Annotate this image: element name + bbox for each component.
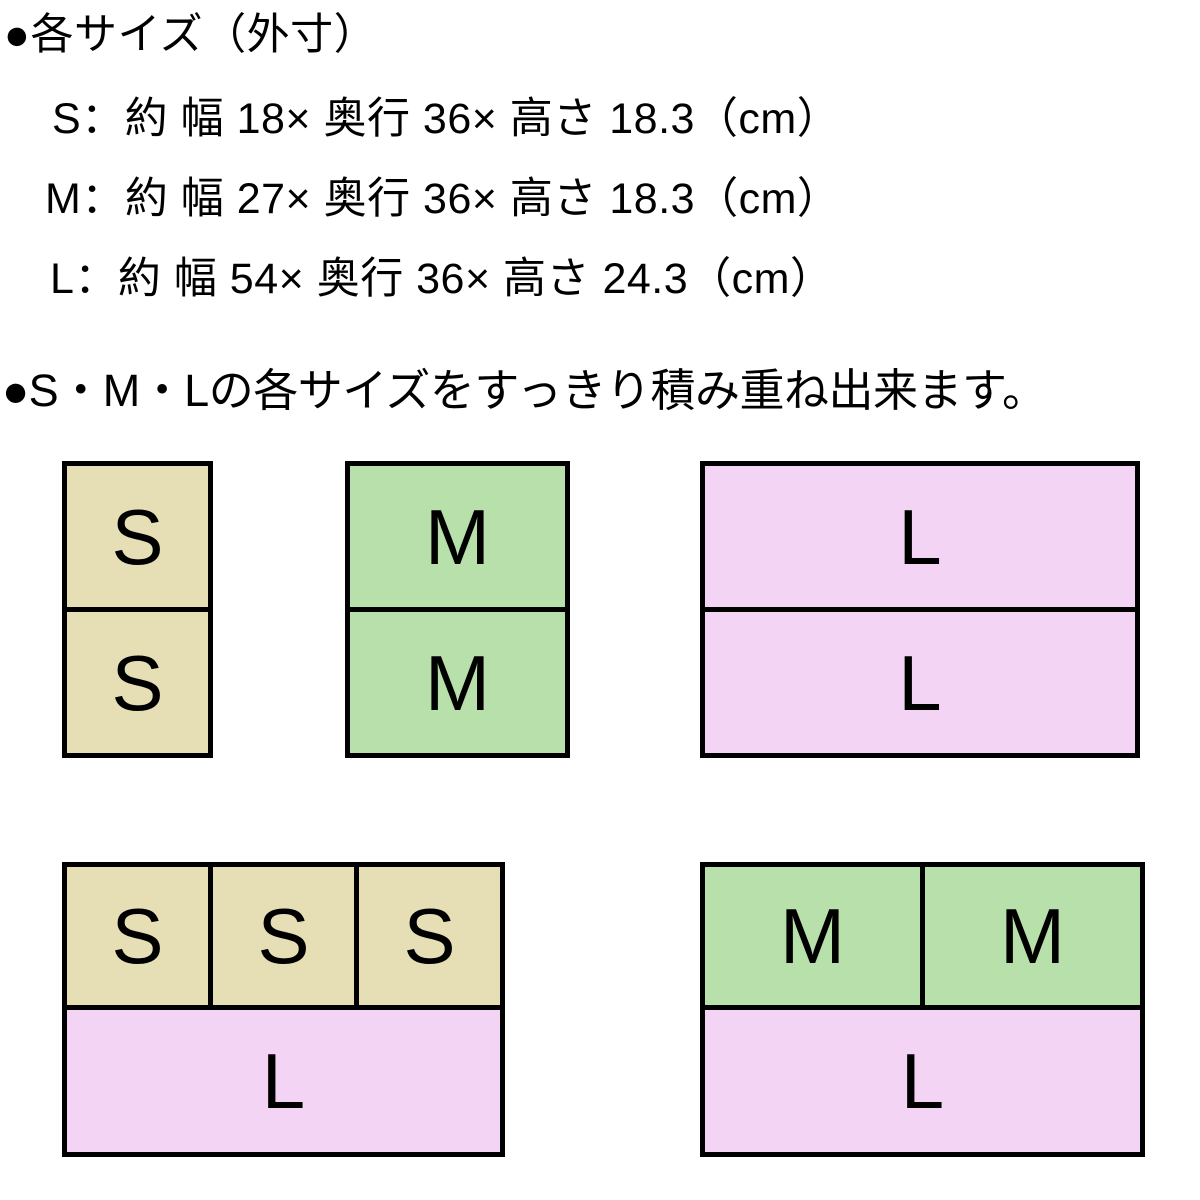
box-group-s-over-s: S S: [62, 461, 213, 758]
box-group-mm-over-l: M M L: [700, 862, 1145, 1157]
box-cell-m: M: [920, 862, 1145, 1010]
spec-stacking-note: ●S・M・Lの各サイズをすっきり積み重ね出来ます。: [2, 365, 1047, 416]
spec-size-line-m: M：約 幅 27× 奥行 36× 高さ 18.3（cm）: [45, 175, 841, 223]
box-cell-m: M: [345, 461, 570, 612]
box-cell-l: L: [62, 1005, 505, 1157]
box-cell-s: S: [62, 862, 213, 1010]
spec-heading: ●各サイズ（外寸）: [4, 11, 378, 59]
box-row-l: L: [62, 1005, 505, 1157]
spec-size-line-l: L：約 幅 54× 奥行 36× 高さ 24.3（cm）: [50, 255, 834, 303]
box-group-m-over-m: M M: [345, 461, 570, 758]
box-cell-m: M: [700, 862, 925, 1010]
box-cell-s: S: [354, 862, 505, 1010]
box-cell-l: L: [700, 607, 1140, 758]
box-row-sss: S S S: [62, 862, 505, 1010]
box-cell-s: S: [62, 607, 213, 758]
box-cell-s: S: [208, 862, 359, 1010]
box-cell-s: S: [62, 461, 213, 612]
box-group-sss-over-l: S S S L: [62, 862, 505, 1157]
box-row-l: L: [700, 1005, 1145, 1157]
box-cell-l: L: [700, 461, 1140, 612]
box-cell-m: M: [345, 607, 570, 758]
box-group-l-over-l: L L: [700, 461, 1140, 758]
spec-size-line-s: S：約 幅 18× 奥行 36× 高さ 18.3（cm）: [52, 95, 841, 143]
box-row-mm: M M: [700, 862, 1145, 1010]
box-cell-l: L: [700, 1005, 1145, 1157]
